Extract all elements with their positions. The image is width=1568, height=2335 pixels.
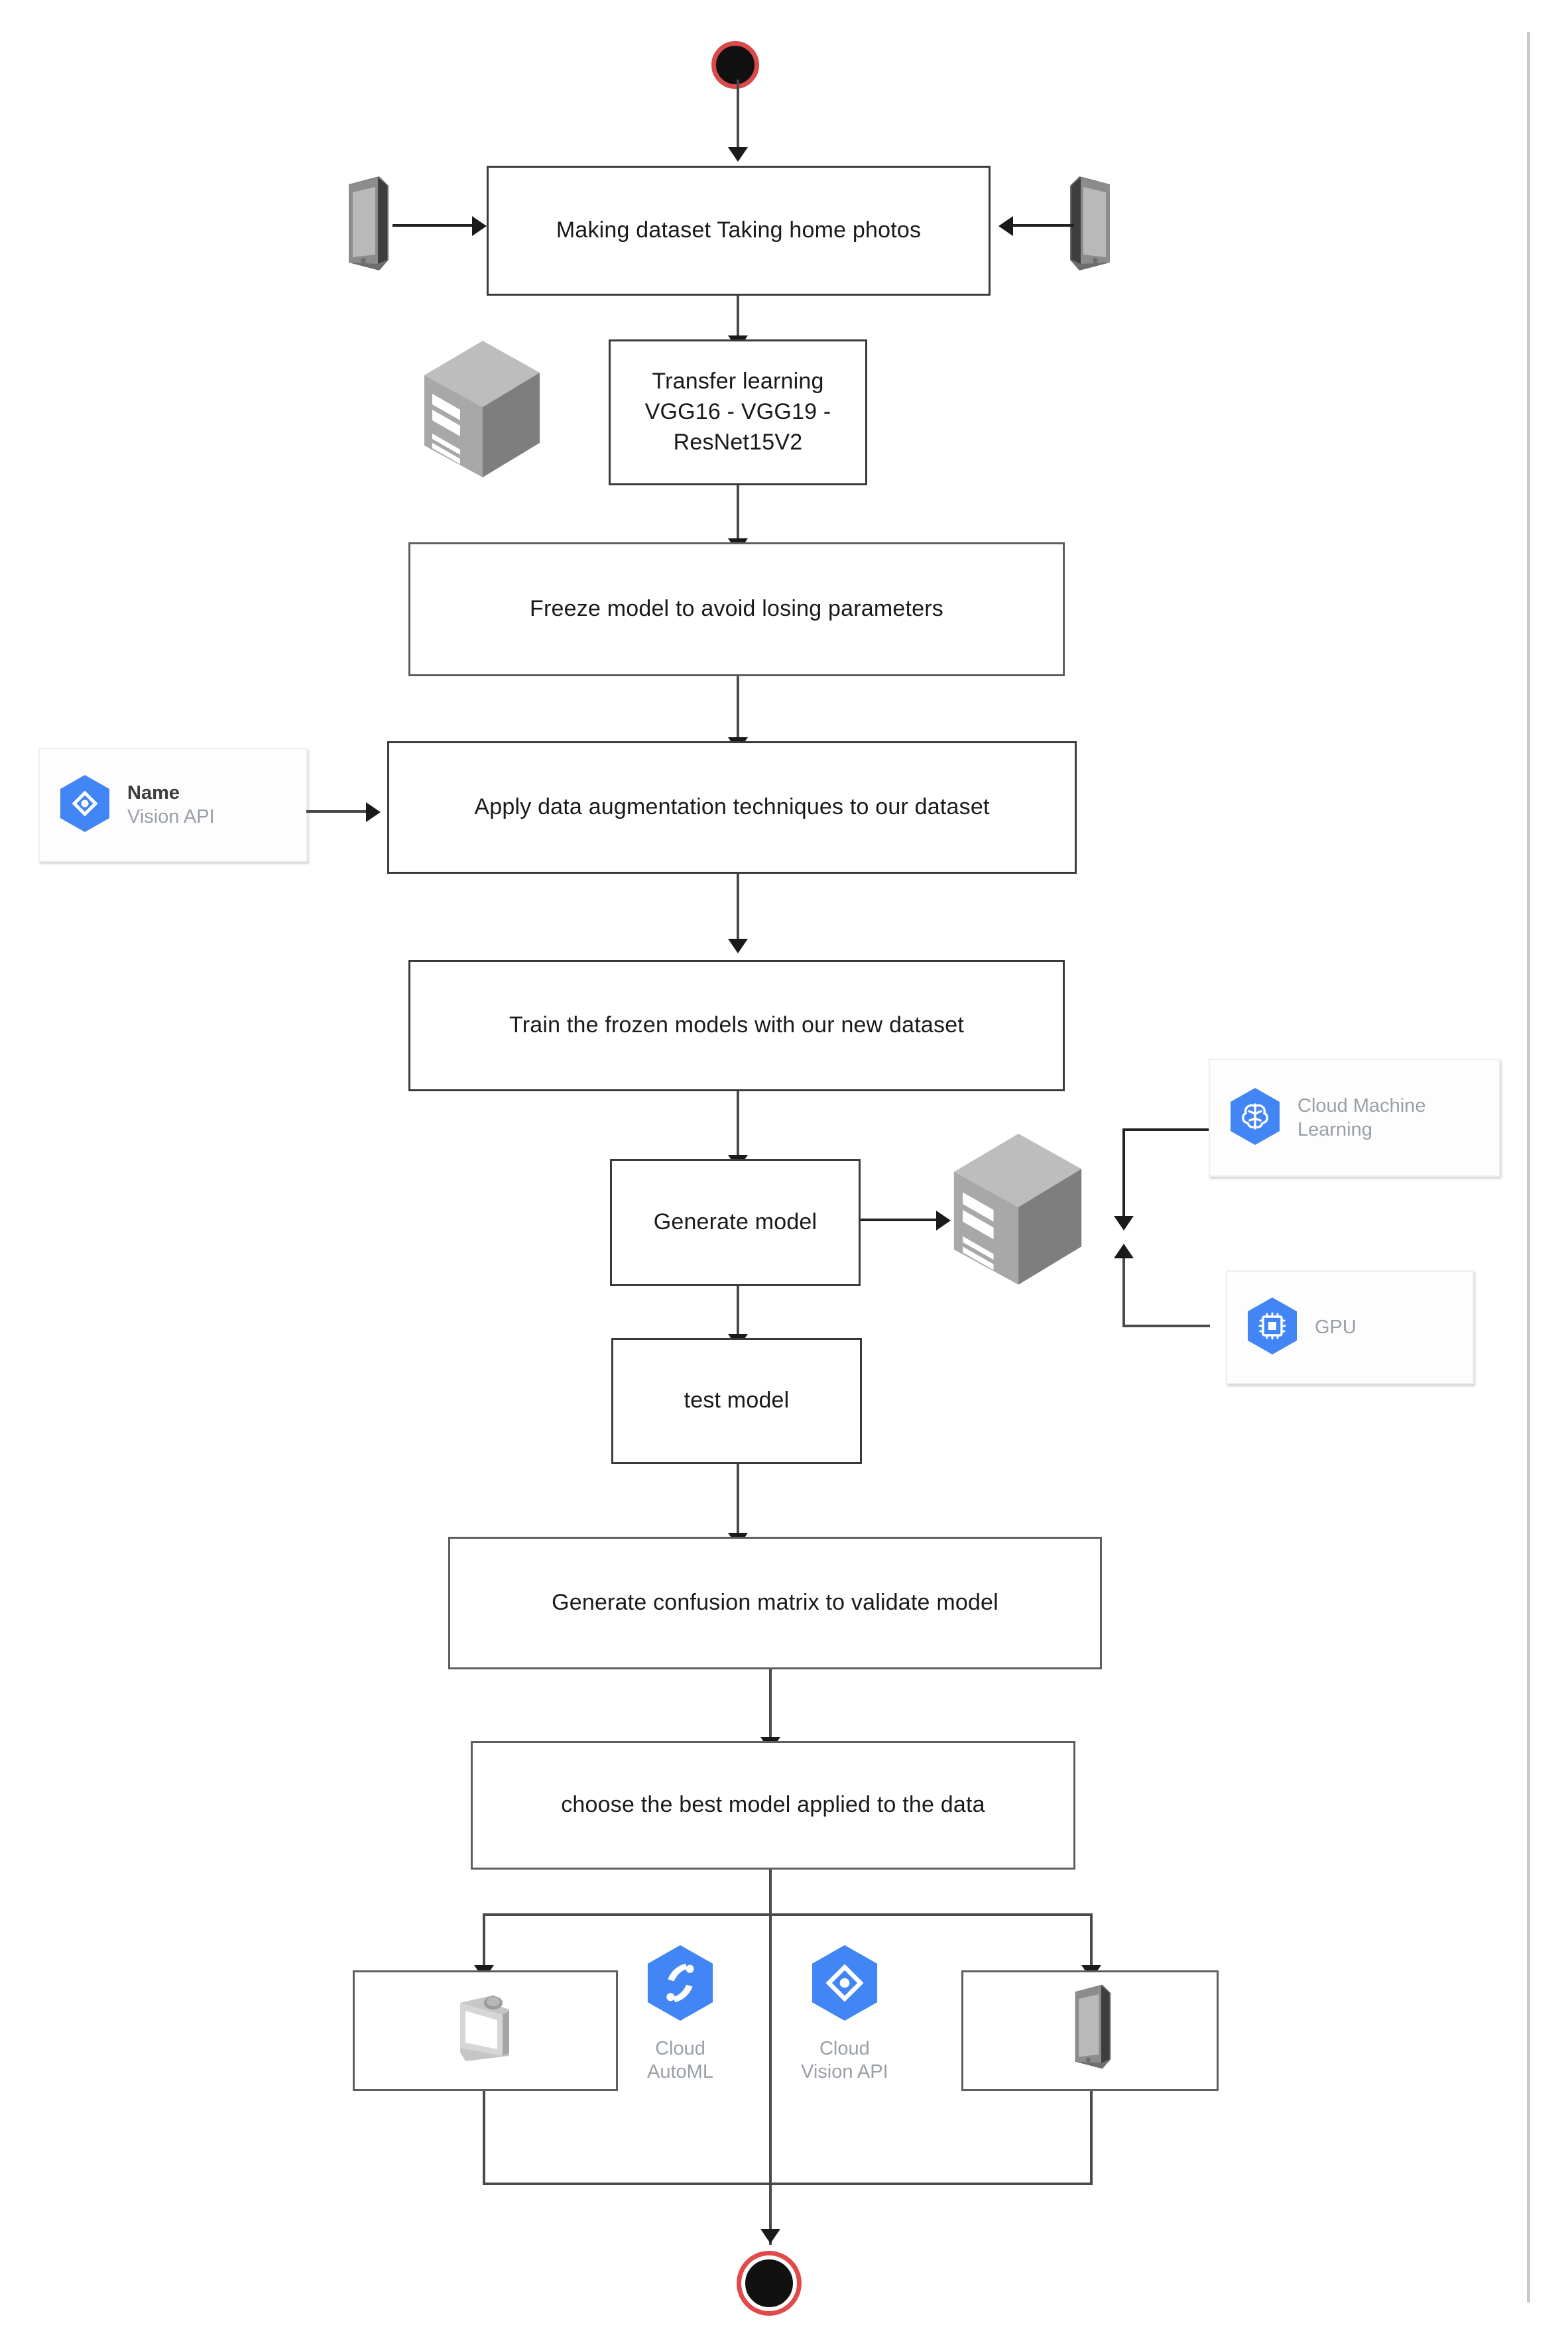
smartphone-icon (339, 174, 391, 276)
node-generate-model[interactable]: Generate model (610, 1159, 861, 1286)
edge-gpu-elbow-h (1122, 1325, 1210, 1327)
edge-cloud-ml-elbow-v (1122, 1128, 1125, 1221)
cloud-vision-api-block[interactable]: Cloud Vision API (801, 1943, 888, 2084)
cloud-machine-learning-card[interactable]: Cloud Machine Learning (1209, 1059, 1500, 1177)
node-label: Apply data augmentation techniques to ou… (474, 794, 990, 820)
edge-join-left-rise (483, 2091, 485, 2185)
edge-vision-api-to-augmentation (306, 810, 369, 813)
smartphone-icon (349, 176, 389, 270)
arrowhead-up (1114, 1244, 1134, 1258)
node-mobile-output[interactable] (961, 1970, 1219, 2091)
edge-augmentation-to-train (737, 874, 739, 943)
node-confusion-matrix[interactable]: Generate confusion matrix to validate mo… (448, 1537, 1102, 1669)
node-test-model[interactable]: test model (611, 1338, 862, 1464)
edge-freeze-to-augmentation (737, 676, 739, 741)
node-train-models[interactable]: Train the frozen models with our new dat… (408, 960, 1065, 1091)
smartphone-icon (1067, 174, 1119, 276)
cloud-automl-block[interactable]: Cloud AutoML (643, 1943, 717, 2084)
edge-gpu-elbow-v (1122, 1257, 1125, 1327)
node-making-dataset[interactable]: Making dataset Taking home photos (487, 166, 991, 296)
node-choose-best-model[interactable]: choose the best model applied to the dat… (471, 1741, 1075, 1870)
node-label: Transfer learning VGG16 - VGG19 - ResNet… (644, 369, 831, 455)
edge-phone-right-to-making-dataset (1013, 224, 1074, 227)
node-freeze-model[interactable]: Freeze model to avoid losing parameters (408, 542, 1065, 676)
cloud-automl-icon (643, 1943, 717, 2027)
edge-confusion-to-choose (769, 1669, 772, 1741)
gpu-chip-icon (1244, 1295, 1300, 1360)
edge-phone-left-to-making-dataset (392, 224, 473, 227)
arrowhead-down (728, 147, 748, 162)
smartphone-icon (1075, 1984, 1111, 2068)
node-label: Train the frozen models with our new dat… (509, 1012, 964, 1038)
edge-generate-to-test (737, 1286, 739, 1338)
arrowhead-right (936, 1211, 951, 1230)
smartphone-icon (1070, 176, 1110, 270)
node-label: Making dataset Taking home photos (556, 217, 922, 243)
edge-train-to-generate (737, 1091, 739, 1159)
node-label: test model (684, 1388, 790, 1413)
node-transfer-learning[interactable]: Transfer learning VGG16 - VGG19 - ResNet… (609, 339, 867, 485)
smartphone-icon (1067, 1982, 1113, 2080)
end-node (741, 2255, 797, 2311)
edge-choose-best-trunk (769, 1870, 772, 2245)
server-tower-icon (948, 1127, 1087, 1296)
page-border-line (1527, 32, 1530, 2303)
cloud-vision-api-icon (808, 1943, 882, 2027)
arrowhead-down (1114, 1216, 1134, 1230)
card-title: Cloud Machine (1297, 1095, 1426, 1116)
node-label: choose the best model applied to the dat… (561, 1792, 985, 1818)
edge-test-to-confusion (737, 1464, 739, 1537)
card-title: Name (127, 782, 180, 804)
vision-api-card[interactable]: Name Vision API (38, 748, 308, 862)
server-tower-icon (419, 337, 545, 486)
edge-making-dataset-to-transfer (737, 296, 739, 339)
node-label: Generate model (653, 1209, 817, 1235)
card-subtitle: Vision API (127, 806, 215, 827)
icon-caption: Cloud AutoML (647, 2038, 713, 2082)
edge-fork-left-drop (483, 1913, 485, 1970)
node-label: Freeze model to avoid losing parameters (530, 596, 943, 622)
start-node (711, 41, 759, 89)
arrowhead-left (998, 216, 1013, 236)
arrowhead-right (366, 802, 381, 822)
card-subtitle: Learning (1297, 1119, 1372, 1140)
edge-fork-right-drop (1090, 1913, 1093, 1970)
arrowhead-down (728, 939, 748, 953)
icon-caption: Cloud Vision API (801, 2038, 888, 2082)
edge-join-bar-bottom (483, 2183, 1093, 2185)
edge-fork-bar-top (483, 1913, 1093, 1916)
server-tower-icon (424, 341, 540, 477)
monitor-icon (446, 1987, 525, 2075)
edge-join-right-rise (1090, 2091, 1093, 2185)
gpu-card[interactable]: GPU (1226, 1270, 1474, 1384)
node-data-augmentation[interactable]: Apply data augmentation techniques to ou… (387, 741, 1077, 874)
vision-api-icon (57, 773, 113, 837)
arrowhead-right (472, 216, 487, 236)
edge-generate-to-server (861, 1219, 937, 1221)
edge-start-to-making-dataset (737, 80, 739, 151)
server-tower-icon (953, 1134, 1082, 1285)
node-label: Generate confusion matrix to validate mo… (552, 1590, 998, 1616)
cloud-machine-learning-icon (1227, 1086, 1283, 1150)
card-title: GPU (1315, 1316, 1357, 1338)
edge-transfer-to-freeze (737, 485, 739, 544)
monitor-icon (460, 1994, 509, 2061)
node-desktop-output[interactable] (353, 1970, 618, 2091)
arrowhead-down (760, 2229, 780, 2244)
edge-cloud-ml-elbow-h (1122, 1128, 1211, 1131)
